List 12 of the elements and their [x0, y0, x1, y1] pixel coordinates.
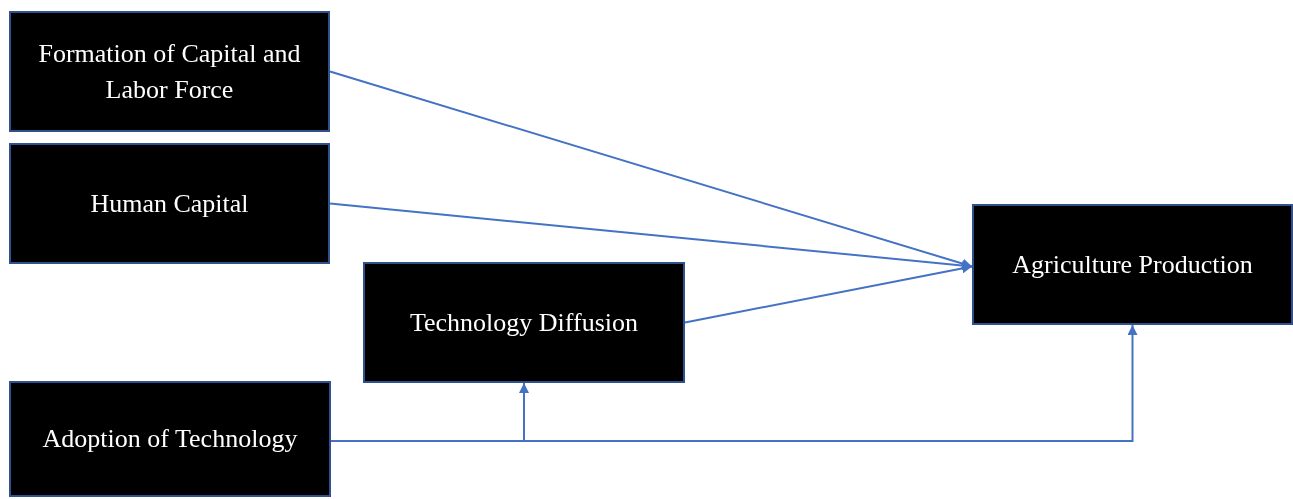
arrow [329, 70, 973, 269]
process-box [363, 262, 685, 383]
process-box [9, 143, 330, 264]
process-box [9, 11, 330, 132]
box-label: Adoption of Technology [41, 423, 299, 455]
process-box [9, 381, 331, 497]
arrow [684, 263, 973, 324]
box-label: Human Capital [89, 187, 250, 220]
box-label: Technology Diffusion [408, 306, 640, 339]
process-box [972, 204, 1293, 325]
box-label: Agriculture Production [1011, 248, 1254, 281]
box-label: Formation of Capital and Labor Force [37, 37, 302, 106]
